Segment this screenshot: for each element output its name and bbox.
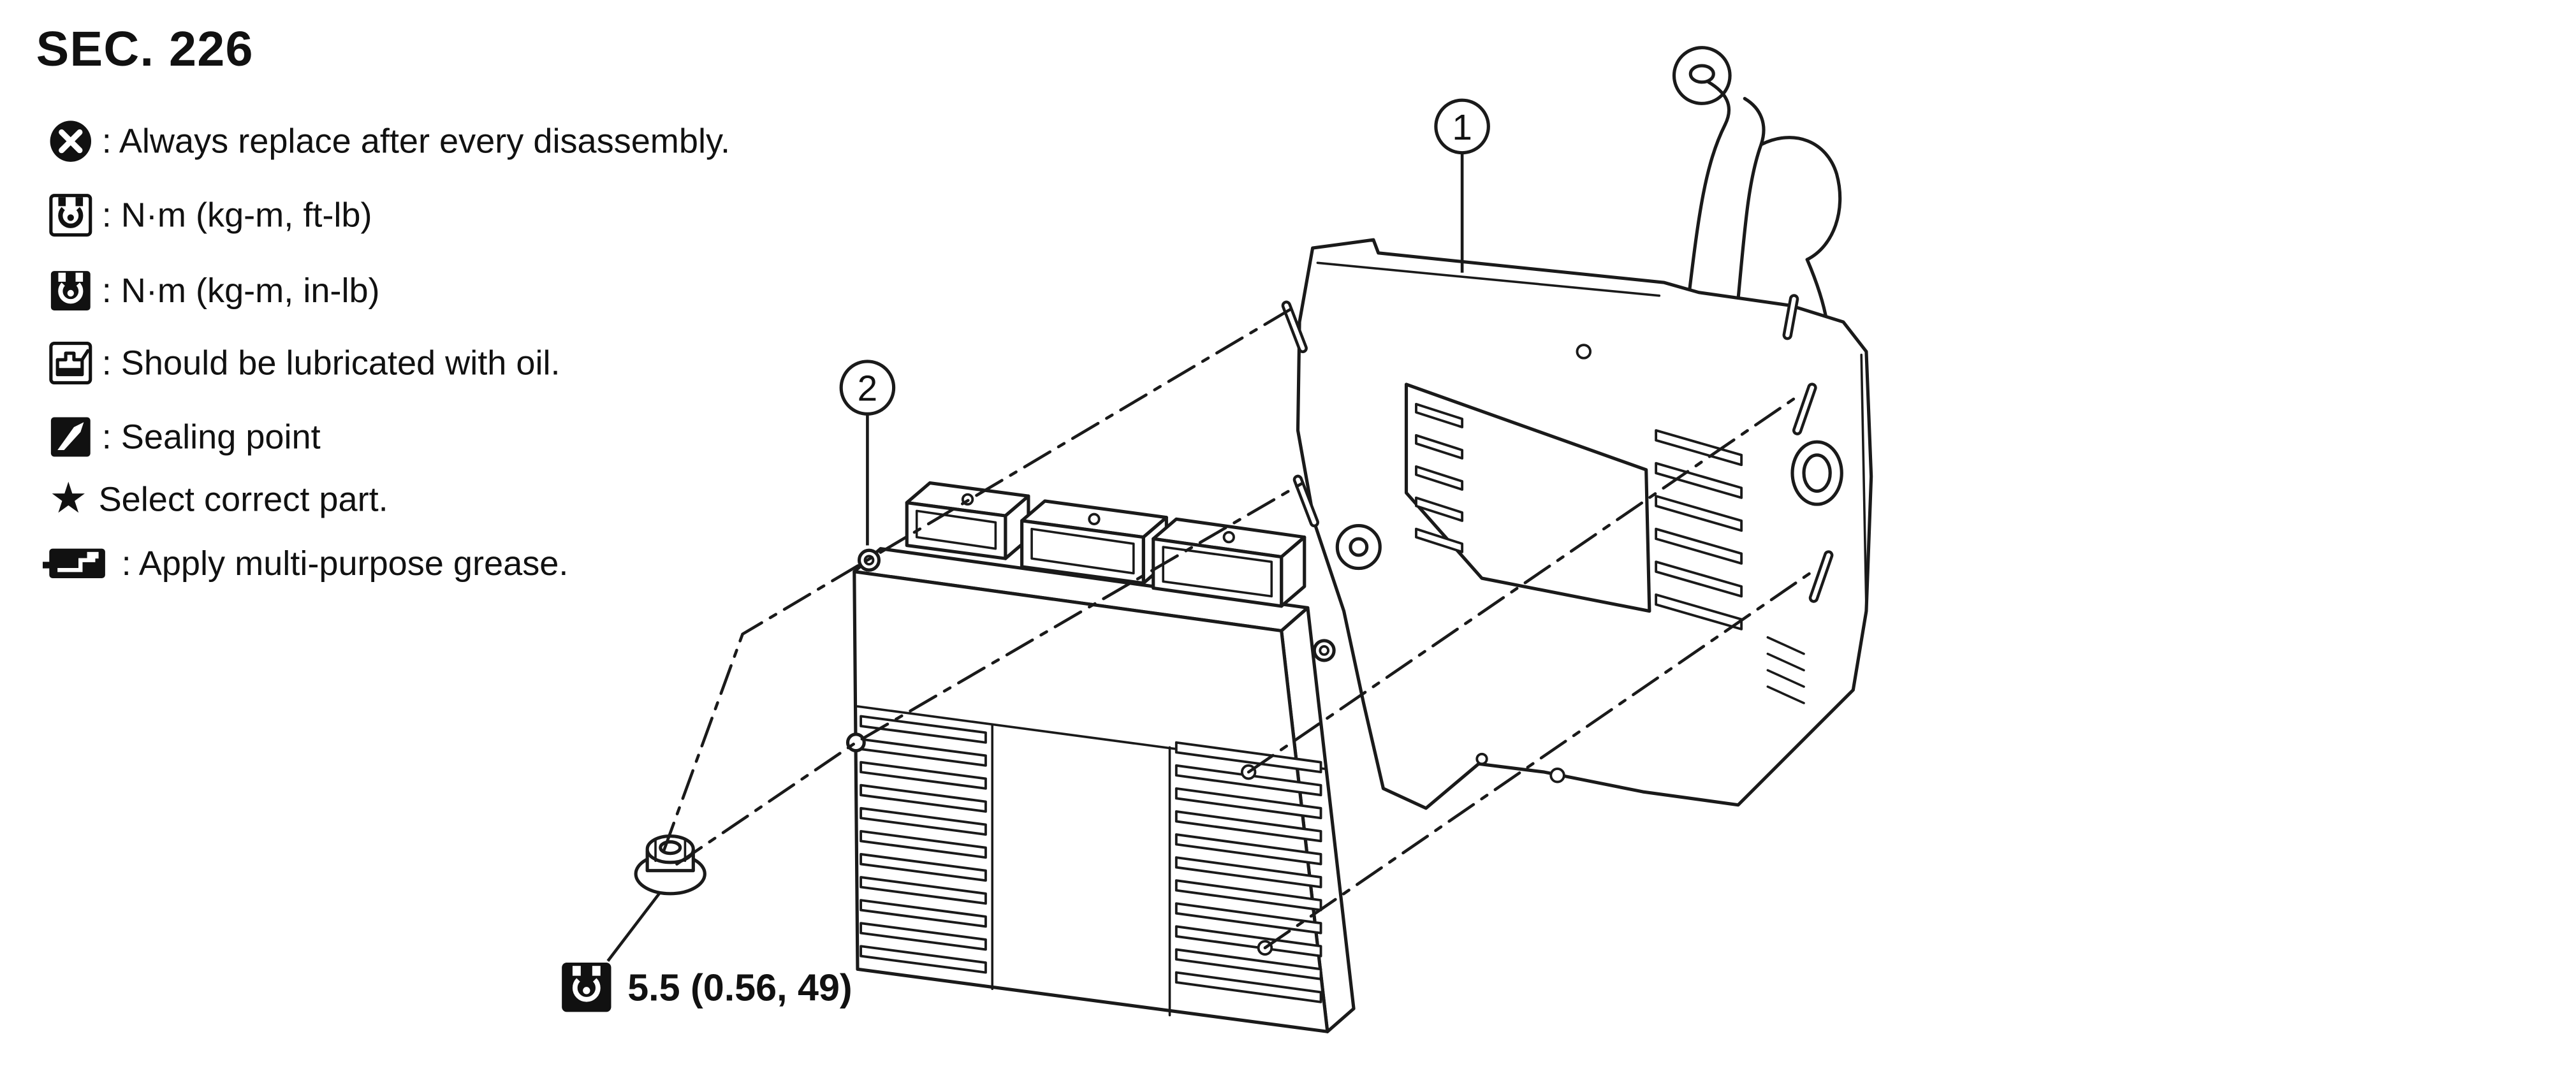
mounting-stud-1 <box>1281 300 1308 354</box>
oil-icon <box>49 341 92 384</box>
torque-inlb-icon <box>562 963 611 1012</box>
callout-1-circle <box>1434 98 1490 155</box>
torque-ftlb-icon <box>49 194 92 237</box>
torque-value: 5.5 (0.56, 49) <box>627 966 852 1009</box>
callout-2-circle <box>839 360 896 416</box>
callout-1: 1 <box>1434 98 1490 273</box>
section-title: SEC. 226 <box>36 22 254 76</box>
torque-spec: 5.5 (0.56, 49) <box>562 891 853 1012</box>
star-icon: ★ <box>49 474 87 522</box>
torque-inlb-icon <box>50 271 91 311</box>
legend-row-replace: : Always replace after every disassembly… <box>50 120 730 162</box>
ecm-connector-b <box>1020 499 1168 585</box>
legend-label: : N·m (kg-m, ft-lb) <box>102 196 372 235</box>
mounting-stud-4 <box>1808 550 1834 603</box>
ecm-connector-a <box>905 481 1030 560</box>
bracket-boss-left-hole <box>1349 537 1369 557</box>
ecm-module <box>845 481 1356 1033</box>
legend-label: : N·m (kg-m, in-lb) <box>102 272 380 310</box>
legend: : Always replace after every disassembly… <box>42 120 730 583</box>
legend-row-torque-inlb: : N·m (kg-m, in-lb) <box>50 271 380 311</box>
legend-label: : Sealing point <box>102 418 321 456</box>
legend-row-torque-ftlb: : N·m (kg-m, ft-lb) <box>49 194 372 237</box>
flange-nut <box>634 834 706 896</box>
legend-row-star: ★ Select correct part. <box>49 474 388 522</box>
centerline-1 <box>662 307 1293 853</box>
bracket-arm <box>1672 46 1842 324</box>
legend-row-grease: : Apply multi-purpose grease. <box>42 544 569 583</box>
legend-row-oil: : Should be lubricated with oil. <box>49 341 560 384</box>
mounting-stud-3 <box>1792 382 1817 435</box>
torque-leader <box>606 891 662 962</box>
callout-2: 2 <box>839 360 896 546</box>
bracket-ring-right-hole <box>1802 453 1832 493</box>
ecm-mount-hole-bottomleft <box>845 732 866 753</box>
bracket-hole-bottom-2 <box>1475 752 1488 766</box>
legend-label: : Should be lubricated with oil. <box>102 344 560 382</box>
centerline-2 <box>675 481 1305 866</box>
callout-2-number: 2 <box>858 369 878 409</box>
bracket-hole-bottom <box>1549 768 1565 783</box>
centerline-3 <box>1247 393 1803 774</box>
always-replace-icon <box>50 120 91 162</box>
callout-1-number: 1 <box>1452 108 1472 148</box>
ecm-bracket <box>1296 46 1873 810</box>
bracket-opening <box>1404 382 1651 613</box>
bracket-hole-top <box>1576 344 1592 360</box>
legend-label: : Always replace after every disassembly… <box>102 122 730 161</box>
centerline-4 <box>1263 567 1819 950</box>
bracket-arm-tab-hole <box>1688 64 1715 84</box>
legend-row-sealing: : Sealing point <box>50 417 321 457</box>
mounting-studs <box>1281 294 1834 603</box>
bracket-louvers-left <box>1415 402 1464 553</box>
legend-label: : Apply multi-purpose grease. <box>122 544 569 583</box>
mounting-stud-5 <box>1782 294 1799 340</box>
grease-icon <box>42 548 105 579</box>
bracket-louvers-right <box>1655 429 1743 630</box>
mounting-stud-2 <box>1292 474 1319 528</box>
ecm-connector-c <box>1152 517 1306 608</box>
sealing-icon <box>50 417 91 457</box>
bracket-corner-ribs <box>1766 636 1805 704</box>
legend-label: Select correct part. <box>99 480 388 518</box>
heatsink-fins-right <box>1175 741 1322 1003</box>
assembly-centerlines <box>662 307 1819 950</box>
